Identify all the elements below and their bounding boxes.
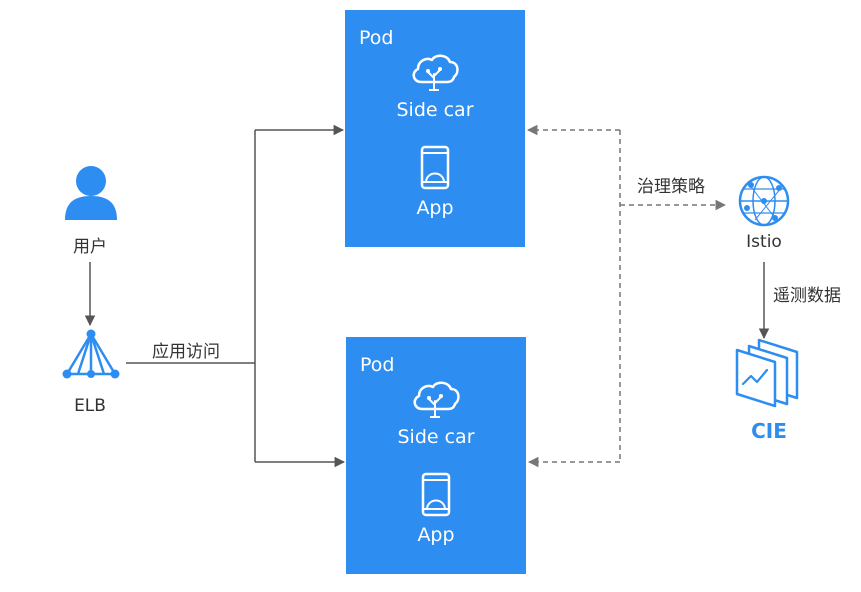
elb-to-pods-connector [126,130,256,462]
pod-title: Pod [359,27,394,49]
pod-2: Pod Side car App [346,337,526,574]
sidecar-label: Side car [396,99,474,121]
access-edge-label: 应用访问 [152,342,220,362]
cloud-sidecar-icon [413,381,460,418]
elb-label: ELB [74,396,106,416]
user-label: 用户 [73,237,107,257]
sidecar-label: Side car [397,426,475,448]
user-icon [65,166,117,220]
app-label: App [417,524,455,546]
app-label: App [416,197,454,219]
phone-app-icon [420,145,450,190]
cie-label: CIE [751,419,787,443]
cie-monitor-icon [735,338,799,408]
pod-title: Pod [360,354,395,376]
istio-label: Istio [746,232,782,252]
elb-icon [62,329,120,379]
cloud-sidecar-icon [412,54,459,91]
telemetry-edge-label: 遥测数据 [773,286,841,306]
pod-1: Pod Side car App [345,10,525,247]
phone-app-icon [421,472,451,517]
istio-globe-icon [738,175,790,227]
policy-edge-label: 治理策略 [637,177,705,197]
